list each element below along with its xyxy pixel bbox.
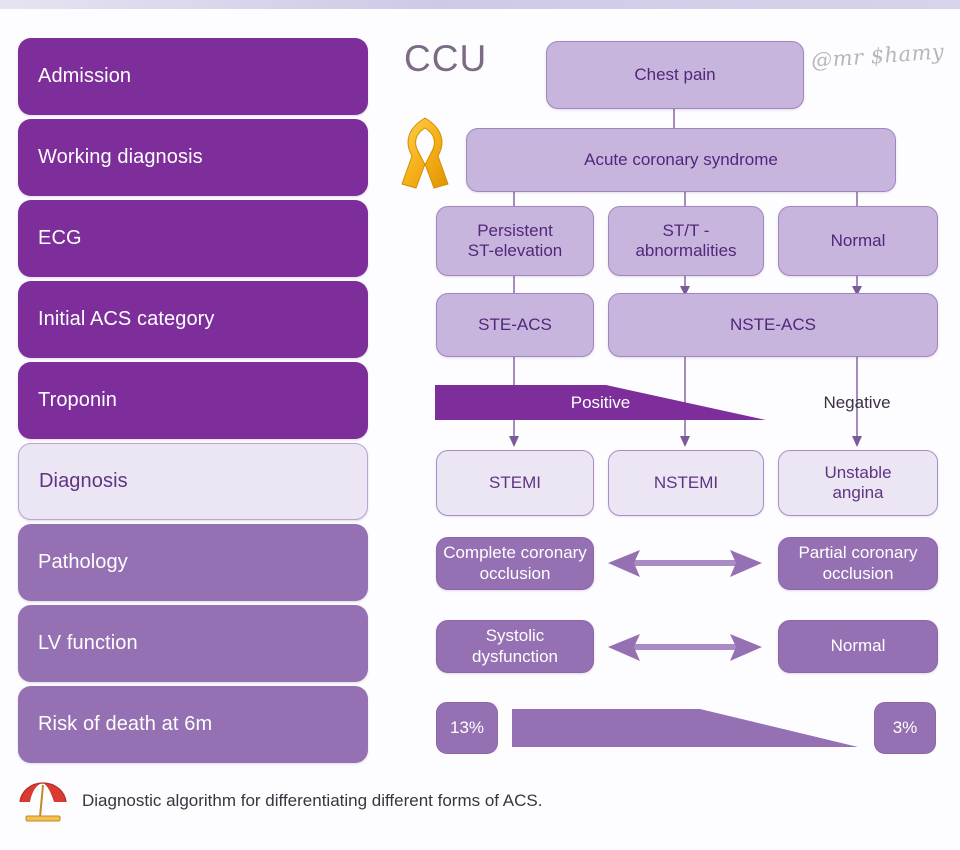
node-ecg-normal[interactable]: Normal (778, 206, 938, 276)
risk-gradient-wedge (512, 709, 858, 747)
stage-label: Admission (38, 65, 132, 87)
node-label: 13% (449, 717, 485, 737)
label-troponin-positive: Positive (435, 385, 766, 420)
stage-label: Diagnosis (39, 470, 128, 492)
stage-label: Working diagnosis (38, 146, 203, 168)
node-label: NSTEMI (653, 472, 719, 492)
label-troponin-negative: Negative (797, 389, 917, 417)
sidebar-item-risk-of-death[interactable]: Risk of death at 6m (18, 686, 368, 763)
stage-label: Initial ACS category (38, 308, 215, 330)
node-label: Unstable angina (824, 462, 892, 502)
top-decorative-strip (0, 0, 960, 9)
sidebar-item-pathology[interactable]: Pathology (18, 524, 368, 601)
stage-label: Pathology (38, 551, 128, 573)
node-label: STE-ACS (478, 314, 552, 334)
awareness-ribbon-icon (401, 117, 449, 189)
node-nste-acs[interactable]: NSTE-ACS (608, 293, 938, 357)
node-chest-pain[interactable]: Chest pain (546, 41, 804, 109)
node-lv-normal[interactable]: Normal (778, 620, 938, 673)
caption-text: Diagnostic algorithm for differentiating… (82, 791, 543, 810)
node-label: Persistent ST-elevation (467, 220, 563, 260)
node-label: Chest pain (634, 64, 716, 84)
stage-label: ECG (38, 227, 82, 249)
sidebar-item-lv-function[interactable]: LV function (18, 605, 368, 682)
node-label: Normal (830, 636, 886, 656)
node-nstemi[interactable]: NSTEMI (608, 450, 764, 516)
stage-label: Risk of death at 6m (38, 713, 213, 735)
lv-function-bidirectional-arrow (608, 634, 762, 661)
sidebar-item-ecg[interactable]: ECG (18, 200, 368, 277)
beach-umbrella-icon (19, 782, 67, 822)
sidebar-item-working-diagnosis[interactable]: Working diagnosis (18, 119, 368, 196)
node-risk-13-percent[interactable]: 13% (436, 702, 498, 754)
stage-label-column: Admission Working diagnosis ECG Initial … (18, 38, 368, 767)
caption: Diagnostic algorithm for differentiating… (18, 778, 543, 824)
node-label: Normal (830, 230, 886, 250)
node-st-t-abnormalities[interactable]: ST/T - abnormalities (608, 206, 764, 276)
sidebar-item-diagnosis[interactable]: Diagnosis (18, 443, 368, 520)
node-label: NSTE-ACS (730, 314, 816, 334)
sidebar-item-troponin[interactable]: Troponin (18, 362, 368, 439)
band-text: Negative (823, 393, 891, 412)
node-label: Complete coronary occlusion (443, 543, 587, 583)
node-unstable-angina[interactable]: Unstable angina (778, 450, 938, 516)
node-label: STEMI (489, 472, 541, 492)
node-stemi[interactable]: STEMI (436, 450, 594, 516)
node-complete-coronary-occlusion[interactable]: Complete coronary occlusion (436, 537, 594, 590)
stage-label: LV function (38, 632, 138, 654)
page-title: CCU (404, 38, 488, 79)
node-ste-acs[interactable]: STE-ACS (436, 293, 594, 357)
pathology-bidirectional-arrow (608, 550, 762, 577)
node-label: 3% (892, 717, 918, 737)
node-systolic-dysfunction[interactable]: Systolic dysfunction (436, 620, 594, 673)
node-risk-3-percent[interactable]: 3% (874, 702, 936, 754)
stage-label: Troponin (38, 389, 117, 411)
node-partial-coronary-occlusion[interactable]: Partial coronary occlusion (778, 537, 938, 590)
node-label: Partial coronary occlusion (798, 543, 918, 583)
sidebar-item-admission[interactable]: Admission (18, 38, 368, 115)
node-persistent-st-elevation[interactable]: Persistent ST-elevation (436, 206, 594, 276)
node-label: Acute coronary syndrome (584, 149, 778, 169)
author-watermark: @mr $hamy (810, 39, 945, 73)
node-acute-coronary-syndrome[interactable]: Acute coronary syndrome (466, 128, 896, 192)
sidebar-item-initial-acs-category[interactable]: Initial ACS category (18, 281, 368, 358)
band-text: Positive (570, 392, 631, 412)
node-label: Systolic dysfunction (472, 626, 558, 666)
node-label: ST/T - abnormalities (635, 220, 737, 260)
